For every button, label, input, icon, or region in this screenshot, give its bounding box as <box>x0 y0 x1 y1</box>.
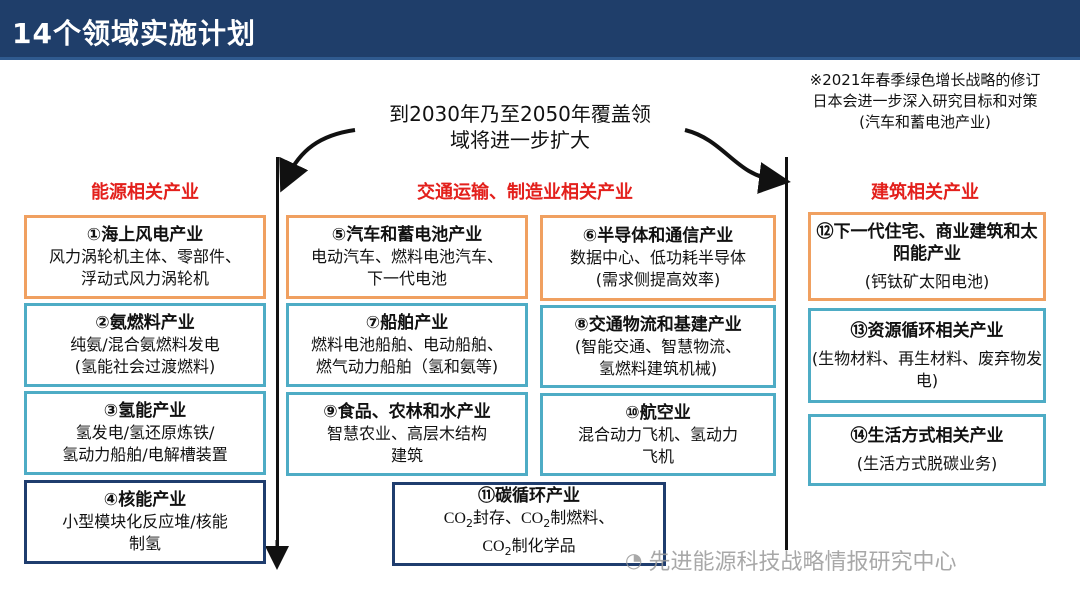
box-title: ②氨燃料产业 <box>95 313 195 333</box>
box-text: CO <box>482 538 505 555</box>
box-title: ⑧交通物流和基建产业 <box>574 314 742 335</box>
divider-left <box>276 157 279 547</box>
wechat-icon: ◔ <box>625 548 643 572</box>
expansion-statement: 到2030年乃至2050年覆盖领 域将进一步扩大 <box>365 101 675 153</box>
industry-box-7: ⑦船舶产业燃料电池船舶、电动船舶、燃气动力船舶（氢和氨等) <box>286 303 528 387</box>
box-text: 制燃料、 <box>550 507 615 527</box>
box-title: ⑦船舶产业 <box>365 313 449 333</box>
box-title: ⑫下一代住宅、商业建筑和太阳能产业 <box>816 221 1038 264</box>
box-line: CO2封存、CO2制燃料、 <box>395 507 663 535</box>
box-line: 燃料电池船舶、电动船舶、 <box>310 335 503 354</box>
note-line: (汽车和蓄电池产业) <box>859 113 991 131</box>
note-line: 日本会进一步深入研究目标和对策 <box>812 92 1038 110</box>
box-line: 小型模块化反应堆/核能 <box>62 512 228 531</box>
page-title: 14个领域实施计划 <box>12 17 256 50</box>
box-line: 混合动力飞机、氢动力 <box>577 424 738 444</box>
category-transport: 交通运输、制造业相关产业 <box>417 182 633 203</box>
box-text: CO <box>521 509 544 527</box>
box-line: 电动汽车、燃料电池汽车、 <box>310 247 503 266</box>
category-building: 建筑相关产业 <box>871 182 979 203</box>
box-line: (氢能社会过渡燃料) <box>74 357 216 376</box>
industry-box-1: ①海上风电产业风力涡轮机主体、零部件、浮动式风力涡轮机 <box>24 215 266 299</box>
box-line: (生物材料、再生材料、废弃物发电) <box>811 348 1043 390</box>
industry-box-4: ④核能产业小型模块化反应堆/核能制氢 <box>24 480 266 564</box>
box-title: ⑨食品、农林和水产业 <box>323 402 491 422</box>
box-title: ⑥半导体和通信产业 <box>582 226 734 246</box>
box-text: 制化学品 <box>511 536 576 555</box>
box-line: (智能交通、智慧物流、 <box>574 336 742 356</box>
box-line: 建筑 <box>390 446 423 465</box>
box-line: 制氢 <box>128 534 161 553</box>
right-curved-arrow <box>684 128 791 194</box>
title-bar: 14个领域实施计划 <box>0 0 1080 60</box>
box-line: 氢动力船舶/电解槽装置 <box>62 445 228 464</box>
industry-box-6: ⑥半导体和通信产业数据中心、低功耗半导体 (需求侧提高效率) <box>540 215 776 301</box>
box-title: ③氢能产业 <box>103 401 187 421</box>
industry-box-3: ③氢能产业氢发电/氢还原炼铁/氢动力船舶/电解槽装置 <box>24 391 266 475</box>
box-line: 数据中心、低功耗半导体 <box>569 248 746 267</box>
box-line: (生活方式脱碳业务) <box>856 454 998 473</box>
box-line: 燃气动力船舶（氢和氨等) <box>315 357 499 376</box>
subscript: 2 <box>504 545 512 559</box>
box-title: ④核能产业 <box>103 490 187 510</box>
subscript: 2 <box>465 517 473 530</box>
category-energy: 能源相关产业 <box>91 182 199 203</box>
left-curved-arrow <box>279 128 356 193</box>
box-line: 智慧农业、高层木结构 <box>326 424 487 443</box>
box-line: 风力涡轮机主体、零部件、 <box>48 247 241 266</box>
box-line: (需求侧提高效率) <box>595 270 721 289</box>
statement-line: 到2030年乃至2050年覆盖领 <box>389 102 651 126</box>
industry-box-13: ⑬资源循环相关产业 (生物材料、再生材料、废弃物发电) <box>808 308 1046 403</box>
industry-box-10: ⑩航空业混合动力飞机、氢动力飞机 <box>540 393 776 476</box>
industry-box-12: ⑫下一代住宅、商业建筑和太阳能产业 (钙钛矿太阳电池) <box>808 212 1046 301</box>
statement-line: 域将进一步扩大 <box>450 128 590 152</box>
industry-box-14: ⑭生活方式相关产业 (生活方式脱碳业务) <box>808 414 1046 486</box>
box-line: 纯氨/混合氨燃料发电 <box>70 335 220 354</box>
box-title: ⑤汽车和蓄电池产业 <box>331 225 483 245</box>
box-text: 封存、 <box>472 507 521 527</box>
watermark-text: 先进能源科技战略情报研究中心 <box>648 550 957 575</box>
box-line: CO2制化学品 <box>395 535 663 563</box>
industry-box-2: ②氨燃料产业纯氨/混合氨燃料发电 (氢能社会过渡燃料) <box>24 303 266 387</box>
box-title: ⑭生活方式相关产业 <box>850 426 1004 446</box>
note-line: ※2021年春季绿色增长战略的修订 <box>809 71 1041 89</box>
divider-right <box>785 157 788 550</box>
watermark: ◔先进能源科技战略情报研究中心 <box>625 544 956 576</box>
box-line: 氢发电/氢还原炼铁/ <box>75 423 215 442</box>
box-line: 氢燃料建筑机械) <box>598 358 718 378</box>
revision-note: ※2021年春季绿色增长战略的修订 日本会进一步深入研究目标和对策 (汽车和蓄电… <box>780 70 1070 133</box>
industry-box-8: ⑧交通物流和基建产业(智能交通、智慧物流、氢燃料建筑机械) <box>540 305 776 388</box>
subscript: 2 <box>543 517 551 530</box>
box-line: (钙钛矿太阳电池) <box>864 271 990 291</box>
box-title: ⑪碳循环产业 <box>478 485 580 506</box>
industry-box-5: ⑤汽车和蓄电池产业电动汽车、燃料电池汽车、下一代电池 <box>286 215 528 299</box>
box-title: ⑩航空业 <box>625 402 691 423</box>
box-text: CO <box>443 509 466 527</box>
box-title: ⑬资源循环相关产业 <box>850 320 1004 341</box>
box-line: 下一代电池 <box>366 269 447 288</box>
industry-box-9: ⑨食品、农林和水产业智慧农业、高层木结构建筑 <box>286 392 528 476</box>
box-line: 浮动式风力涡轮机 <box>80 269 209 288</box>
box-title: ①海上风电产业 <box>86 225 204 245</box>
box-line: 飞机 <box>641 446 674 466</box>
